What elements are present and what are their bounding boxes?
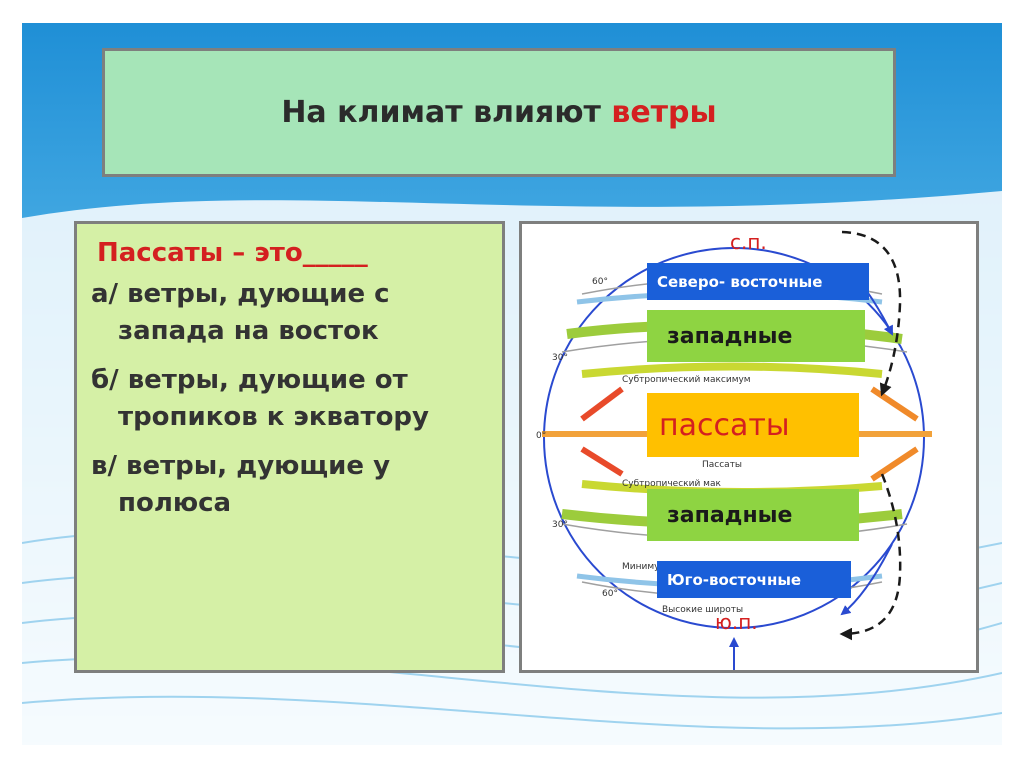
subtropical-max-text: Субтропический максимум	[622, 375, 751, 385]
title-prefix: На климат влияют	[281, 95, 601, 130]
lat-60-north-text: 60°	[592, 277, 608, 287]
trade-winds-label: пассаты	[647, 393, 859, 457]
south-pole-label: ю.п.	[715, 610, 758, 634]
high-lat-text: Высокие широты	[662, 605, 743, 615]
question-panel: Пассаты – это_____ а/ ветры, дующие с за…	[74, 221, 505, 673]
slide-title: На климат влияют ветры	[281, 95, 716, 130]
title-accent: ветры	[611, 95, 717, 130]
north-pole-label: с.п.	[730, 230, 767, 254]
northeast-winds-label: Северо- восточные	[647, 263, 869, 300]
southeast-winds-label: Юго-восточные	[657, 561, 851, 598]
lat-30-south-text: 30°	[552, 520, 568, 530]
lat-0-text: 0°	[536, 431, 546, 441]
answer-option-b[interactable]: б/ ветры, дующие от тропиков к экватору	[91, 365, 429, 432]
title-banner: На климат влияют ветры	[102, 48, 896, 177]
westerlies-north-label: западные	[647, 310, 865, 362]
lat-30-north-text: 30°	[552, 353, 568, 363]
westerlies-south-label: западные	[647, 489, 859, 541]
question-heading: Пассаты – это_____	[97, 238, 368, 268]
subtropical-max-south-text: Субтропический мак	[622, 479, 721, 489]
answer-option-c[interactable]: в/ ветры, дующие у полюса	[91, 451, 391, 518]
lat-60-south-text: 60°	[602, 589, 618, 599]
answer-option-a[interactable]: а/ ветры, дующие с запада на восток	[91, 279, 390, 346]
wind-diagram: 30° 60° 0° 30° 60° Субтропический максим…	[519, 221, 979, 673]
passaty-small-text: Пассаты	[702, 460, 742, 470]
slide: На климат влияют ветры Пассаты – это____…	[22, 23, 1002, 745]
